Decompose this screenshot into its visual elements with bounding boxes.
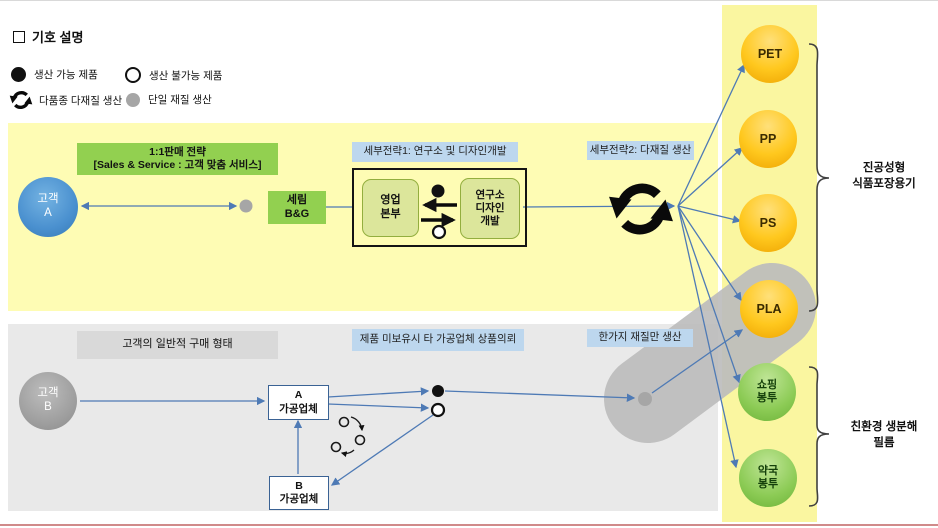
legend-label: 다품종 다재질 생산	[39, 94, 123, 107]
filled-dot-icon	[431, 184, 445, 198]
strategy1-label: 세부전략1: 연구소 및 디자인개발	[352, 142, 518, 162]
processor-b-node: B 가공업체	[269, 476, 329, 510]
customer-a-label: 고객 A	[37, 193, 59, 219]
rnd-design-node: 연구소 디자인 개발	[460, 178, 520, 239]
single-material-label: 한가지 재질만 생산	[587, 329, 693, 347]
general-purchase-label: 고객의 일반적 구매 형태	[77, 331, 278, 359]
sales-strategy-label: 1:1판매 전략 [Sales & Service : 고객 맞춤 서비스]	[77, 143, 278, 175]
group-braces	[808, 43, 830, 507]
strategy2-label: 세부전략2: 다재질 생산	[587, 141, 694, 160]
gray-dot-icon	[239, 199, 253, 213]
customer-b-label: 고객 B	[37, 387, 59, 413]
product-pet: PET	[741, 25, 799, 83]
outsourcing-label: 제품 미보유시 타 가공업체 상품의뢰	[352, 329, 524, 351]
legend-item-multi-material: 다품종 다재질 생산	[9, 88, 122, 112]
product-pla: PLA	[740, 280, 798, 338]
gray-dot-icon	[638, 392, 652, 406]
customer-a-node: 고객 A	[18, 177, 78, 237]
vacuum-forming-group-label: 진공성형 식품포장용기	[852, 162, 916, 190]
hq-rnd-container	[352, 168, 527, 247]
serim-bng-node: 세림 B&G	[268, 191, 326, 224]
product-shopping-bag: 쇼핑 봉투	[738, 363, 796, 421]
checkbox-square-icon	[13, 30, 25, 43]
sales-hq-node: 영업 본부	[362, 179, 419, 237]
multi-material-sync-icon	[609, 188, 673, 229]
filled-dot-icon	[11, 67, 26, 82]
open-dot-icon	[431, 224, 447, 240]
gray-dot-icon	[126, 92, 140, 107]
open-dot-icon	[430, 402, 446, 418]
exchange-arrows-icon	[421, 197, 457, 228]
legend-label: 생산 불가능 제품	[149, 69, 223, 82]
customer-b-node: 고객 B	[19, 372, 77, 430]
filled-dot-icon	[432, 385, 444, 397]
legend-title-text: 기호 설명	[32, 30, 84, 45]
processor-a-node: A 가공업체	[268, 385, 329, 420]
open-dot-icon	[125, 67, 141, 83]
legend-title: 기호 설명	[13, 27, 83, 46]
bottom-red-edge	[0, 524, 938, 526]
product-ps: PS	[739, 194, 797, 252]
legend-label: 단일 재질 생산	[148, 94, 212, 106]
product-pharmacy-bag: 약국 봉투	[739, 449, 797, 507]
multi-material-sync-icon	[9, 88, 33, 112]
product-pp: PP	[739, 110, 797, 168]
eco-film-group-label: 친환경 생분해 필름	[850, 421, 918, 449]
legend-item-single-material: 단일 재질 생산	[126, 92, 212, 107]
connector-arrows	[80, 63, 745, 486]
legend-item-producible: 생산 가능 제품	[11, 67, 98, 82]
legend-item-not-producible: 생산 불가능 제품	[125, 67, 222, 83]
legend-label: 생산 가능 제품	[34, 69, 98, 81]
outsourcing-cycle-icon	[330, 416, 366, 458]
